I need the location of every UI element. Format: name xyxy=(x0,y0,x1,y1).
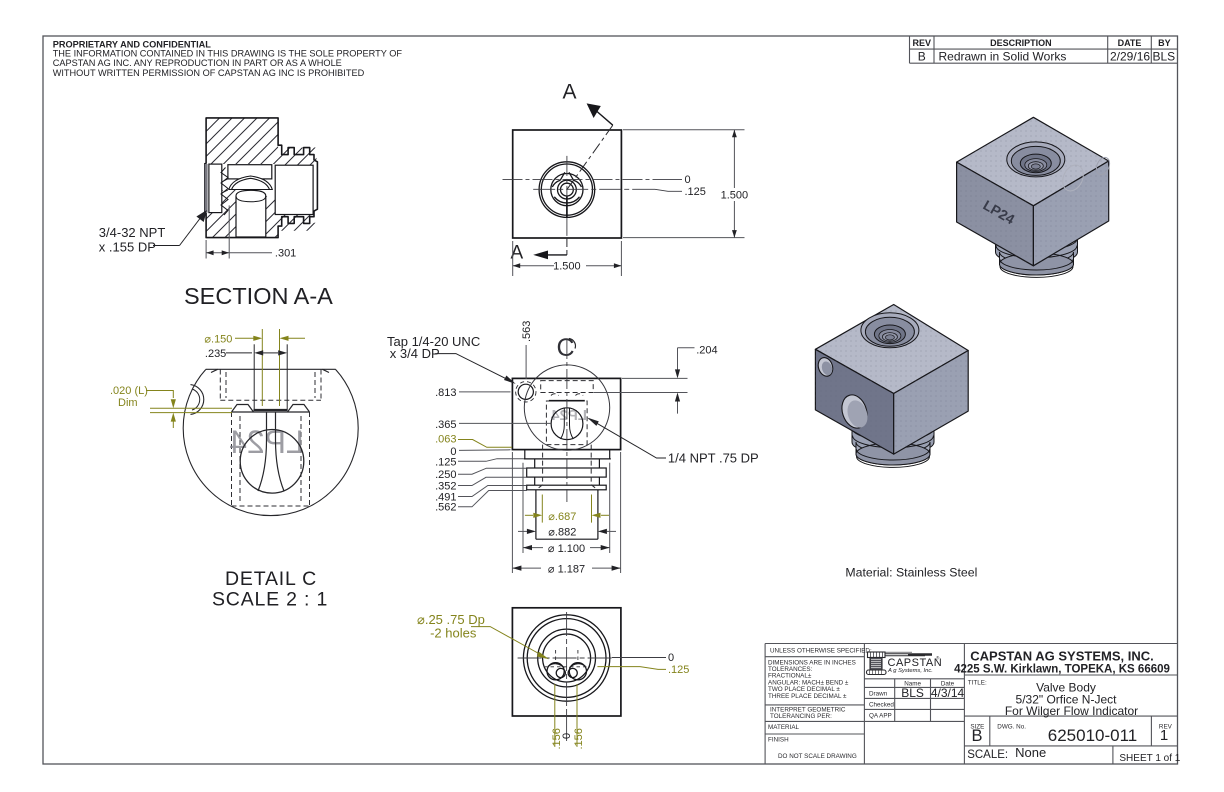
svg-text:.020 (L): .020 (L) xyxy=(110,385,148,397)
svg-text:4225 S.W. Kirklawn, TOPEKA, K: 4225 S.W. Kirklawn, TOPEKA, KS 66609 xyxy=(954,664,1170,676)
svg-text:Checked: Checked xyxy=(869,702,894,709)
svg-text:WITHOUT WRITTEN PERMISSION OF: WITHOUT WRITTEN PERMISSION OF CAPSTAN AG… xyxy=(53,68,365,78)
svg-text:REV: REV xyxy=(1159,724,1173,731)
svg-text:.125: .125 xyxy=(435,456,456,468)
svg-text:⌀.25 .75 Dp: ⌀.25 .75 Dp xyxy=(417,612,485,627)
svg-text:BLS: BLS xyxy=(1153,50,1176,64)
svg-text:TITLE:: TITLE: xyxy=(968,680,987,687)
svg-text:TWO PLACE DECIMAL ±: TWO PLACE DECIMAL ± xyxy=(768,686,840,693)
svg-text:B: B xyxy=(918,50,926,64)
svg-text:CAPSTAN AG SYSTEMS, INC.: CAPSTAN AG SYSTEMS, INC. xyxy=(970,649,1153,664)
svg-text:SIZE: SIZE xyxy=(970,724,984,731)
svg-text:1.500: 1.500 xyxy=(721,189,749,201)
svg-text:1: 1 xyxy=(1160,727,1168,744)
svg-text:Drawn: Drawn xyxy=(869,691,888,698)
svg-text:PROPRIETARY AND CONFIDENTIAL: PROPRIETARY AND CONFIDENTIAL xyxy=(53,39,212,49)
svg-text:CAPSTAN AG INC. ANY REPRODUCTI: CAPSTAN AG INC. ANY REPRODUCTION IN PART… xyxy=(53,58,342,68)
svg-text:.365: .365 xyxy=(435,419,456,431)
svg-text:Redrawn in Solid Works: Redrawn in Solid Works xyxy=(939,50,1067,64)
svg-text:DWG. No.: DWG. No. xyxy=(997,724,1026,731)
svg-text:1.500: 1.500 xyxy=(553,261,581,273)
svg-text:QA APP: QA APP xyxy=(869,713,892,720)
svg-text:C: C xyxy=(557,334,575,362)
svg-text:0: 0 xyxy=(450,446,456,458)
svg-text:MATERIAL: MATERIAL xyxy=(768,724,800,731)
svg-text:DESCRIPTION: DESCRIPTION xyxy=(990,38,1052,48)
svg-text:A: A xyxy=(563,81,577,104)
svg-text:1/4 NPT .75 DP: 1/4 NPT .75 DP xyxy=(668,451,759,466)
svg-text:.204: .204 xyxy=(696,345,717,357)
svg-text:A: A xyxy=(511,243,524,264)
svg-text:DETAIL C: DETAIL C xyxy=(225,568,317,590)
svg-text:.250: .250 xyxy=(435,469,456,481)
svg-text:.156: .156 xyxy=(573,728,585,749)
svg-text:x .155 DP: x .155 DP xyxy=(99,240,156,255)
svg-text:⌀.150: ⌀.150 xyxy=(204,334,232,346)
svg-text:0: 0 xyxy=(668,652,674,664)
svg-text:B: B xyxy=(972,727,983,745)
svg-text:LP24: LP24 xyxy=(550,407,587,424)
svg-text:DIMENSIONS ARE IN INCHES: DIMENSIONS ARE IN INCHES xyxy=(768,659,856,666)
svg-text:TOLERANCES:: TOLERANCES: xyxy=(768,666,813,673)
svg-text:3/4-32 NPT: 3/4-32 NPT xyxy=(99,225,166,240)
svg-text:Material: Stainless Steel: Material: Stainless Steel xyxy=(845,566,977,580)
svg-text:For Wilger Flow Indicator: For Wilger Flow Indicator xyxy=(1005,704,1138,718)
svg-text:BLS: BLS xyxy=(901,686,924,700)
svg-text:REV: REV xyxy=(913,38,932,48)
svg-text:4/3/14: 4/3/14 xyxy=(931,686,965,700)
svg-text:.063: .063 xyxy=(435,434,456,446)
svg-text:TOLERANCING PER:: TOLERANCING PER: xyxy=(770,713,832,720)
svg-text:.125: .125 xyxy=(685,186,706,198)
svg-text:A g Systems, Inc.: A g Systems, Inc. xyxy=(887,668,933,674)
svg-text:SCALE 2 : 1: SCALE 2 : 1 xyxy=(212,589,328,611)
svg-text:ANGULAR: MACH± BEND ±: ANGULAR: MACH± BEND ± xyxy=(768,679,849,686)
svg-text:®: ® xyxy=(936,655,940,661)
svg-text:2/29/16: 2/29/16 xyxy=(1110,50,1150,64)
svg-text:SCALE:: SCALE: xyxy=(967,749,1008,761)
svg-text:.563: .563 xyxy=(521,321,533,342)
svg-text:None: None xyxy=(1015,745,1046,760)
svg-text:Dim: Dim xyxy=(118,397,138,409)
svg-text:.235: .235 xyxy=(205,348,226,360)
svg-text:.352: .352 xyxy=(435,480,456,492)
svg-text:Date: Date xyxy=(941,680,955,687)
svg-text:0: 0 xyxy=(561,733,573,739)
svg-text:FINISH: FINISH xyxy=(768,737,789,744)
svg-text:Valve Body: Valve Body xyxy=(1036,680,1096,694)
svg-text:INTERPRET GEOMETRIC: INTERPRET GEOMETRIC xyxy=(770,707,846,714)
svg-text:FRACTIONAL±: FRACTIONAL± xyxy=(768,673,812,680)
svg-text:.156: .156 xyxy=(551,728,563,749)
svg-text:BY: BY xyxy=(1158,38,1171,48)
svg-text:5/32" Orfice N-Ject: 5/32" Orfice N-Ject xyxy=(1016,693,1118,707)
svg-text:CAPSTAN: CAPSTAN xyxy=(888,657,943,669)
svg-text:DATE: DATE xyxy=(1118,38,1142,48)
svg-text:.491: .491 xyxy=(435,491,456,503)
svg-text:UNLESS OTHERWISE SPECIFIED:: UNLESS OTHERWISE SPECIFIED: xyxy=(770,648,872,655)
svg-text:⌀ 1.100: ⌀ 1.100 xyxy=(548,543,585,555)
svg-text:625010-011: 625010-011 xyxy=(1048,726,1138,745)
svg-text:Tap 1/4-20 UNC: Tap 1/4-20 UNC xyxy=(387,334,480,349)
svg-text:.813: .813 xyxy=(435,387,456,399)
svg-text:DO NOT SCALE DRAWING: DO NOT SCALE DRAWING xyxy=(778,753,857,760)
svg-text:-2 holes: -2 holes xyxy=(430,625,477,640)
svg-text:SECTION A-A: SECTION A-A xyxy=(184,283,333,309)
svg-text:.125: .125 xyxy=(668,664,689,676)
svg-text:0: 0 xyxy=(685,174,691,186)
svg-text:Name: Name xyxy=(904,680,921,687)
svg-text:SHEET 1 of 1: SHEET 1 of 1 xyxy=(1119,753,1180,764)
svg-text:THREE PLACE DECIMAL ±: THREE PLACE DECIMAL ± xyxy=(768,693,847,700)
svg-text:.562: .562 xyxy=(435,501,456,513)
svg-text:.301: .301 xyxy=(275,248,296,260)
svg-text:⌀.687: ⌀.687 xyxy=(548,511,576,523)
svg-text:THE INFORMATION CONTAINED IN T: THE INFORMATION CONTAINED IN THIS DRAWIN… xyxy=(53,49,403,59)
svg-text:⌀.882: ⌀.882 xyxy=(548,527,576,539)
svg-text:x 3/4 DP: x 3/4 DP xyxy=(390,346,440,361)
svg-text:⌀ 1.187: ⌀ 1.187 xyxy=(548,563,585,575)
